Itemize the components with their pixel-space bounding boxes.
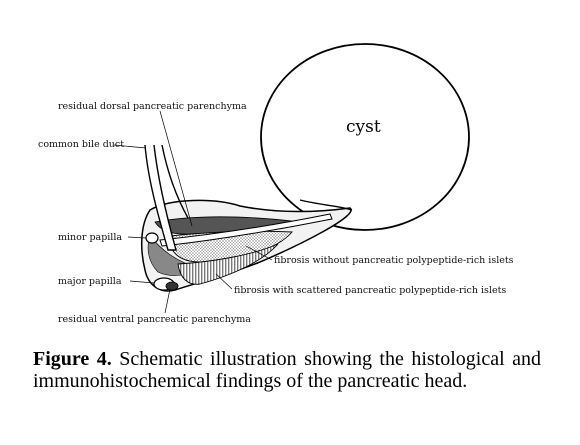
leader-minor-papilla: [127, 236, 147, 239]
cyst-connection: [299, 199, 353, 211]
fibrosis-with-label: fibrosis with scattered pancreatic polyp…: [234, 285, 506, 296]
fibrosis-with-region: [177, 243, 279, 285]
leader-common-bile-duct: [113, 144, 147, 149]
common-bile-duct-label: common bile duct: [38, 139, 124, 150]
leader-fibrosis-without: [245, 245, 273, 261]
major-papilla-label: major papilla: [58, 276, 122, 287]
residual-ventral-label: residual ventral pancreatic parenchyma: [58, 314, 251, 325]
cyst-label: cyst: [346, 117, 381, 137]
main-pancreatic-duct: [159, 213, 333, 247]
leader-residual-dorsal: [159, 110, 193, 227]
figure-caption-text: Schematic illustration showing the histo…: [33, 348, 542, 392]
leader-major-papilla: [129, 280, 155, 284]
ventral-parenchyma-shape: [165, 281, 179, 291]
cyst-shape: [260, 43, 470, 231]
figure-caption-label: Figure 4.: [33, 348, 112, 370]
figure-caption: Figure 4. Schematic illustration showing…: [33, 348, 541, 392]
fibrosis-without-label: fibrosis without pancreatic polypeptide-…: [274, 255, 514, 266]
leader-fibrosis-with: [215, 273, 233, 290]
accessory-duct: [161, 144, 189, 219]
leader-residual-ventral: [164, 288, 171, 314]
residual-dorsal-label: residual dorsal pancreatic parenchyma: [58, 101, 247, 112]
minor-papilla-shape: [145, 232, 159, 244]
minor-papilla-label: minor papilla: [58, 232, 122, 243]
common-bile-duct-shape: [144, 144, 177, 251]
